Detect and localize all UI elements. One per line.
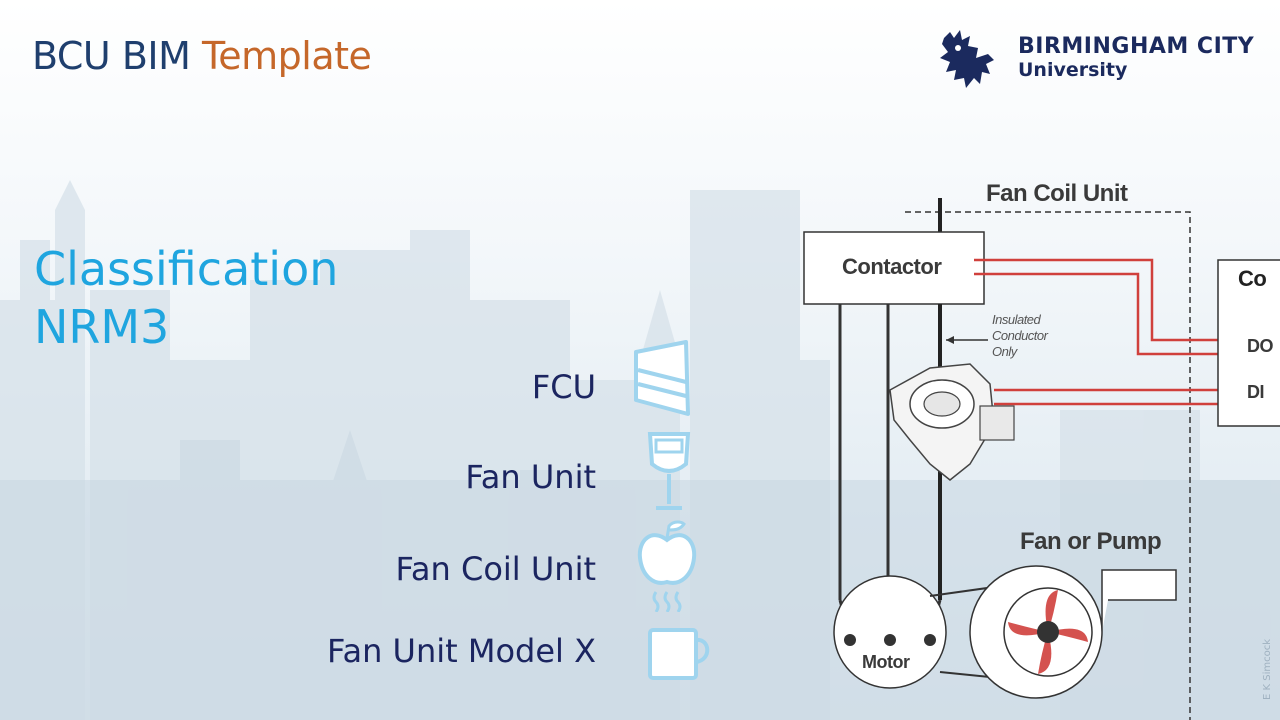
wiring-diagram-graphic — [803, 198, 1280, 720]
university-logo: BIRMINGHAM CITY University — [936, 28, 1256, 94]
title-part2: Template — [201, 34, 372, 78]
title-part1: BCU BIM — [32, 34, 191, 78]
list-item-fan-unit: Fan Unit — [465, 458, 596, 496]
contactor-label: Contactor — [842, 254, 942, 279]
page-title: BCU BIM Template — [32, 34, 372, 78]
list-item-fan-coil-unit: Fan Coil Unit — [395, 550, 596, 588]
fan-coil-wiring-diagram: Fan Coil Unit Contactor Insulated Conduc… — [790, 170, 1280, 720]
cake-slice-icon — [634, 340, 690, 416]
heading-line1: Classification — [34, 242, 339, 296]
current-sensor — [889, 363, 1015, 481]
motor-label: Motor — [862, 652, 910, 672]
logo-text: BIRMINGHAM CITY University — [1018, 34, 1254, 81]
fan-pump-label: Fan or Pump — [1020, 528, 1162, 555]
logo-line2: University — [1018, 59, 1128, 81]
image-credit: E K Simcock — [1262, 638, 1273, 700]
controller-label: Co — [1238, 266, 1267, 291]
list-item-fan-unit-model-x: Fan Unit Model X — [326, 632, 596, 670]
do-label: DO — [1247, 336, 1274, 356]
coffee-mug-icon — [648, 628, 710, 680]
diagram-title: Fan Coil Unit — [986, 180, 1128, 207]
list-item-fcu: FCU — [531, 368, 596, 406]
lion-crest-icon — [940, 30, 994, 88]
logo-line1: BIRMINGHAM CITY — [1018, 34, 1255, 59]
wine-glass-icon — [647, 432, 691, 510]
heading-line2: NRM3 — [34, 300, 170, 354]
insulated-note: Insulated Conductor Only — [992, 312, 1048, 359]
apple-icon — [637, 520, 697, 612]
section-heading: Classification NRM3 — [34, 240, 338, 356]
di-label: DI — [1247, 382, 1265, 402]
